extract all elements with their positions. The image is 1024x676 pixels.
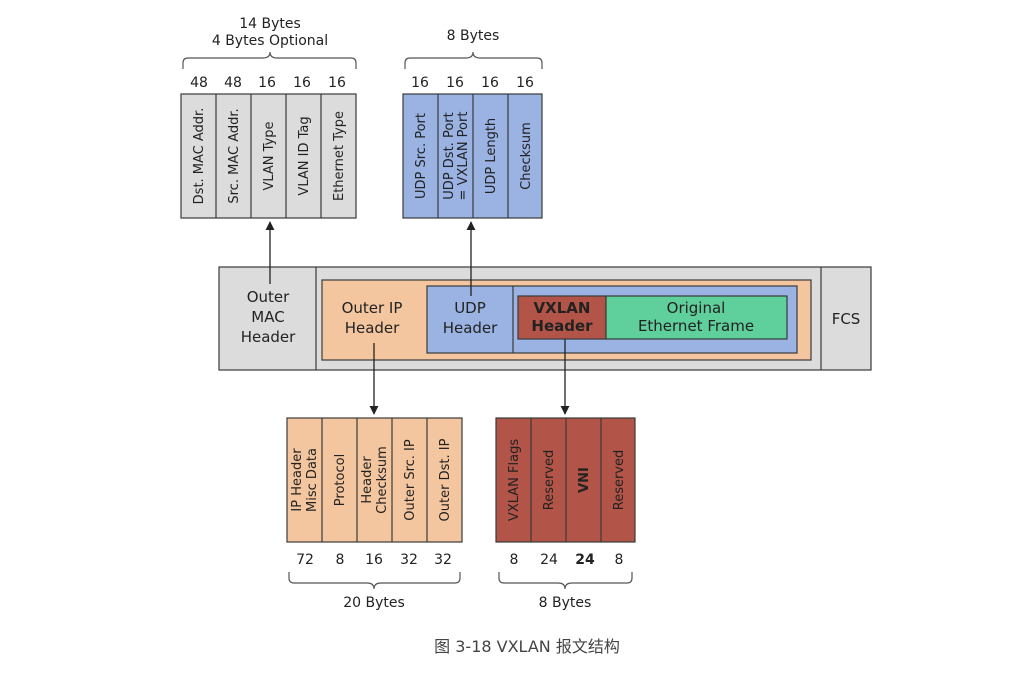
ip-field-src-ip: Outer Src. IP	[403, 439, 418, 521]
vxlan-field-flags: VXLAN Flags	[507, 439, 522, 521]
vxlan-bits-1: 24	[540, 552, 558, 568]
udp-group-header: 8 Bytes	[447, 28, 500, 44]
vxlan-bits-3: 8	[615, 552, 624, 568]
vxlan-frame: Outer MAC Header FCS Outer IP Header UDP…	[218, 266, 872, 371]
vxlan-group-brace	[498, 572, 633, 590]
ip-bits-3: 32	[400, 552, 418, 568]
outer-ip-line2: Header	[345, 319, 400, 337]
mac-bits-0: 48	[190, 75, 208, 91]
udp-field-length: UDP Length	[484, 118, 499, 194]
udp-bits-0: 16	[411, 75, 429, 91]
vxlan-group-footer: 8 Bytes	[539, 595, 592, 611]
outer-mac-line1: Outer	[247, 288, 290, 306]
vxlan-fields-box	[495, 417, 636, 543]
udp-bits-2: 16	[481, 75, 499, 91]
udp-field-checksum: Checksum	[519, 122, 534, 190]
ip-field-dst-ip: Outer Dst. IP	[438, 438, 453, 521]
ip-group-brace	[288, 572, 461, 590]
vxlan-group: VXLAN Flags Reserved VNI Reserved 8 24 2…	[495, 417, 636, 611]
mac-field-ethertype: Ethernet Type	[332, 111, 347, 201]
udp-field-dst-port-line1: UDP Dst. Port	[442, 112, 457, 199]
mac-field-dst: Dst. MAC Addr.	[192, 108, 207, 205]
outer-mac-line3: Header	[241, 328, 296, 346]
udp-header-line1: UDP	[454, 299, 486, 317]
udp-fields-box	[402, 93, 543, 219]
ip-field-checksum-line2: Checksum	[375, 446, 390, 514]
vxlan-header-line2: Header	[531, 317, 593, 335]
original-frame-line2: Ethernet Frame	[638, 317, 754, 335]
ip-bits-2: 16	[365, 552, 383, 568]
mac-field-src: Src. MAC Addr.	[227, 108, 242, 203]
udp-field-src-port: UDP Src. Port	[414, 113, 429, 199]
mac-field-vlan-id: VLAN ID Tag	[297, 116, 312, 195]
outer-ip-line1: Outer IP	[342, 299, 403, 317]
udp-bits-3: 16	[516, 75, 534, 91]
udp-group: 8 Bytes 16 16 16 16 UDP Src. Port UDP Ds…	[402, 28, 543, 219]
mac-bits-3: 16	[293, 75, 311, 91]
mac-bits-1: 48	[224, 75, 242, 91]
ip-bits-1: 8	[336, 552, 345, 568]
figure-caption: 图 3-18 VXLAN 报文结构	[434, 637, 620, 656]
ip-field-checksum-line1: Header	[360, 456, 375, 504]
ip-bits-4: 32	[434, 552, 452, 568]
udp-field-dst-port-line2: = VXLAN Port	[456, 112, 471, 201]
outer-mac-line2: MAC	[251, 308, 284, 326]
mac-group-brace	[182, 51, 357, 69]
ip-group: IP Header Misc Data Protocol Header Chec…	[286, 417, 463, 611]
original-frame-line1: Original	[667, 299, 726, 317]
ip-bits-0: 72	[296, 552, 314, 568]
mac-group: 14 Bytes 4 Bytes Optional 48 48 16 16 16…	[180, 16, 357, 219]
ip-field-misc-line2: Misc Data	[305, 448, 320, 512]
fcs-label: FCS	[832, 310, 861, 328]
ip-field-protocol: Protocol	[333, 454, 348, 506]
original-frame-box	[605, 295, 788, 340]
mac-group-header-line1: 14 Bytes	[239, 16, 301, 32]
mac-group-header-line2: 4 Bytes Optional	[212, 33, 328, 49]
ip-field-misc-line1: IP Header	[290, 448, 305, 512]
vxlan-field-reserved-1: Reserved	[542, 450, 557, 511]
mac-field-vlan-type: VLAN Type	[262, 121, 277, 190]
ip-group-footer: 20 Bytes	[343, 595, 405, 611]
vxlan-field-vni: VNI	[577, 467, 592, 493]
mac-fields-box	[180, 93, 357, 219]
ip-fields-box	[286, 417, 463, 543]
udp-group-brace	[404, 51, 543, 69]
vxlan-field-reserved-2: Reserved	[612, 450, 627, 511]
arrows	[265, 221, 570, 415]
udp-bits-1: 16	[446, 75, 464, 91]
mac-bits-4: 16	[328, 75, 346, 91]
vxlan-bits-0: 8	[510, 552, 519, 568]
vxlan-header-line1: VXLAN	[534, 299, 591, 317]
mac-bits-2: 16	[258, 75, 276, 91]
vxlan-bits-2: 24	[575, 552, 595, 568]
vxlan-header-box	[517, 295, 607, 340]
udp-header-line2: Header	[443, 319, 498, 337]
